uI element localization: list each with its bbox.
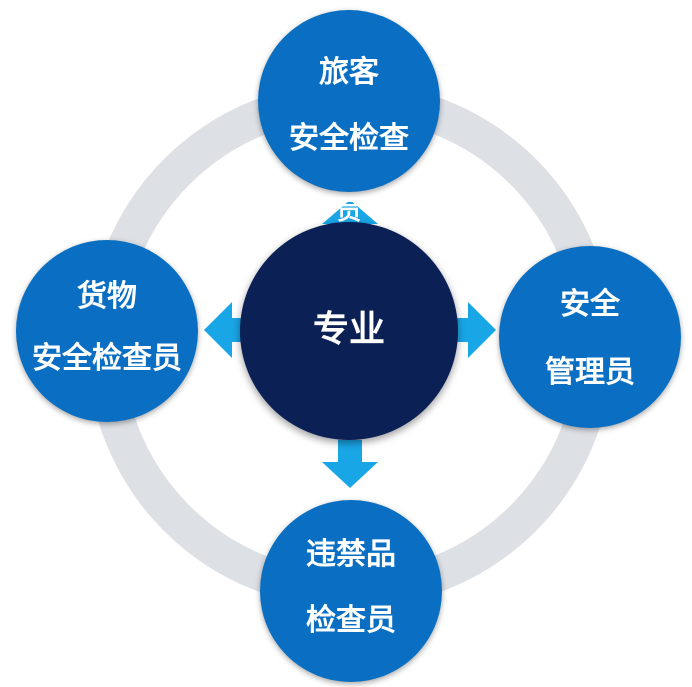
node-bottom-line1: 违禁品 bbox=[306, 537, 396, 572]
node-bottom-line2: 检查员 bbox=[306, 603, 396, 638]
arrow-right bbox=[450, 302, 496, 358]
arrow-left bbox=[204, 302, 250, 358]
node-left-line1: 货物 bbox=[77, 279, 137, 314]
node-contraband-inspector bbox=[260, 500, 442, 682]
node-left-line2: 安全检查员 bbox=[32, 341, 182, 376]
node-passenger-screener bbox=[258, 10, 440, 192]
node-right-line1: 安全 bbox=[560, 287, 620, 322]
node-cargo-screener bbox=[16, 240, 198, 422]
node-security-manager bbox=[499, 246, 681, 428]
arrow-down bbox=[322, 440, 378, 488]
center-label: 专业 bbox=[312, 309, 386, 350]
node-right-line2: 管理员 bbox=[545, 355, 635, 390]
node-top-line2: 安全检查 bbox=[289, 121, 409, 156]
node-top-line3: 员 bbox=[337, 197, 361, 225]
node-top-line1: 旅客 bbox=[319, 55, 379, 90]
arrow-up bbox=[322, 200, 378, 240]
center-professional bbox=[240, 222, 458, 440]
